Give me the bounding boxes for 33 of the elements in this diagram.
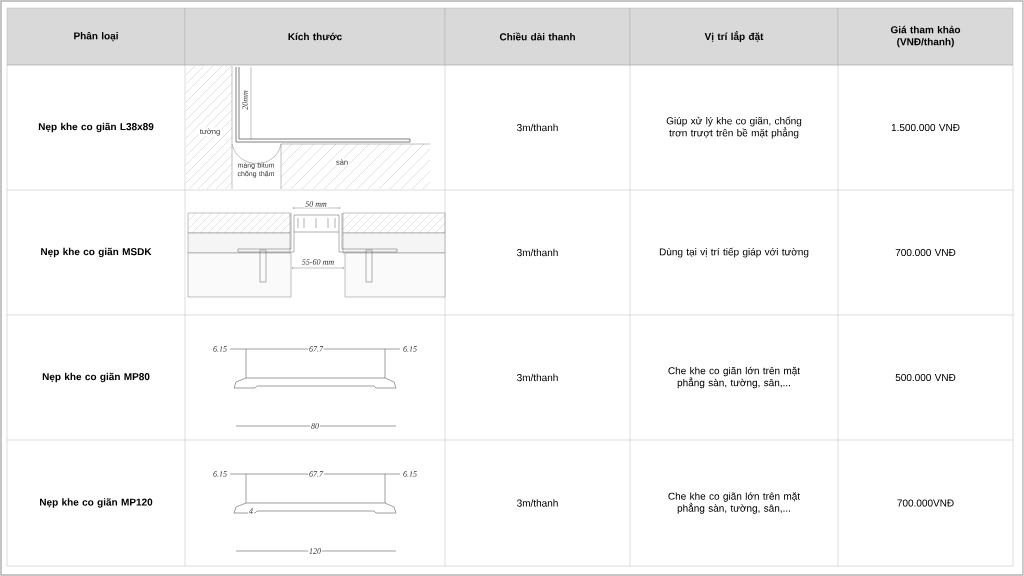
dimension-label: 67.7 <box>308 470 324 478</box>
column-header: Giá tham khảo (VNĐ/thanh) <box>837 7 1014 66</box>
column-header: Phân loại <box>6 7 186 66</box>
table-text: Che khe co giãn lớn trên mặt phẳng sàn, tường, sân,... <box>668 492 800 514</box>
dimension-label: 6.15 <box>212 470 228 478</box>
table-text: 1.500.000 VNĐ <box>891 123 960 132</box>
row-heading: Nẹp khe co giãn MP80 <box>42 372 150 383</box>
row-heading: Nẹp khe co giãn L38x89 <box>38 122 154 133</box>
column-header: Kích thước <box>184 7 446 66</box>
table-text: 3m/thanh <box>517 499 558 507</box>
table-text: 500.000 VNĐ <box>895 373 956 382</box>
table-text: 3m/thanh <box>517 123 558 132</box>
dimension-label: 20mm <box>241 89 249 111</box>
table-text: Dùng tại vị trí tiếp giáp với tường <box>659 247 809 258</box>
dimension-label: 67.7 <box>308 345 324 353</box>
table-text: 700.000VNĐ <box>897 499 954 507</box>
column-header: Vị trí lắp đặt <box>629 7 839 66</box>
table-text: 700.000 VNĐ <box>895 248 956 257</box>
dimension-label: 4 <box>248 507 254 515</box>
column-header: Chiều dài thanh <box>444 7 631 66</box>
table-text: 3m/thanh <box>517 373 558 382</box>
row-heading: Nẹp khe co giãn MSDK <box>41 247 152 258</box>
dimension-label: 50 mm <box>304 200 328 208</box>
dimension-label: 80 <box>310 422 320 430</box>
dimension-label: 55-60 mm <box>301 258 335 266</box>
dimension-label: 6.15 <box>402 345 418 353</box>
row-heading: Nẹp khe co giãn MP120 <box>40 498 153 508</box>
table-text: Che khe co giãn lớn trên mặt phẳng sàn, tường, sân,... <box>668 366 800 389</box>
dimension-label: 6.15 <box>402 470 418 478</box>
dimension-label: 120 <box>308 547 322 555</box>
dimension-label: 6.15 <box>212 345 228 353</box>
table-text: 3m/thanh <box>517 248 558 257</box>
table-text: Giúp xử lý khe co giãn, chống trơn trượt trên bề mặt phẳng <box>666 116 802 139</box>
